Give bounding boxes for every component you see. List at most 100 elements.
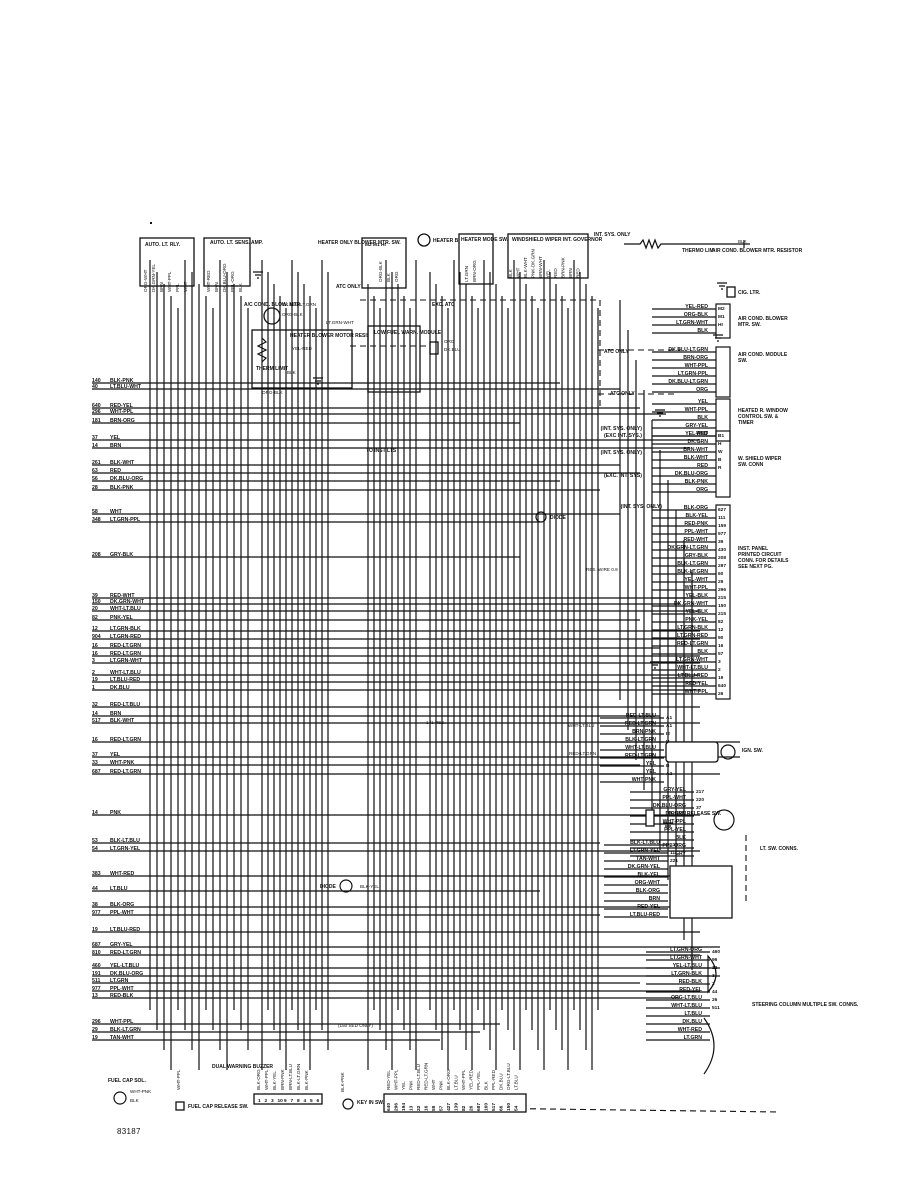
- left-label-num: 640: [92, 403, 101, 409]
- top-wire-label: BLK: [508, 268, 513, 278]
- conn-wire-label: LT.GRN-PPL: [678, 371, 709, 377]
- conn-note: (EXC INT. SYS.): [604, 433, 642, 439]
- conn-box: [715, 398, 731, 442]
- left-label-name: RED-LT.GRN: [110, 769, 141, 775]
- left-label-num: 208: [92, 552, 101, 558]
- left-label-num: 140: [92, 378, 101, 384]
- left-label-name: LT.BLU-RED: [110, 677, 140, 683]
- conn-wire-label: YEL-RED: [685, 431, 708, 437]
- ip-bottom-pin: 687: [476, 1103, 482, 1111]
- left-label-name: WHT-LT.BLU: [110, 670, 141, 676]
- ip-bottom-wire: BLK-ORG: [446, 1069, 451, 1090]
- conn-wire-label: GRY-YEL: [685, 423, 708, 429]
- conn-pin: 57: [718, 651, 724, 657]
- left-label-num: 3: [92, 658, 95, 664]
- left-label-num: 19: [92, 927, 98, 933]
- conn-pin: 640: [718, 683, 726, 689]
- conn-wire-label: WHT-RED: [678, 1027, 702, 1033]
- conn-pin: 90: [718, 635, 724, 641]
- pwr-org: ORG: [444, 339, 455, 344]
- left-label-num: 348: [92, 517, 101, 523]
- conn-wire-label: YEL-WHT: [684, 577, 708, 583]
- ip-bottom-pin: 427: [446, 1103, 452, 1111]
- conn-wire-label: RED-LT.GRN: [625, 721, 656, 727]
- top-wire-label: WHT-PPL: [167, 271, 172, 292]
- conn-wire-label: ORG: [696, 487, 708, 493]
- conn-wire-label: RED: [697, 463, 708, 469]
- left-label-name: WHT: [110, 509, 123, 515]
- top-wire-label: BRN: [214, 282, 219, 292]
- left-label-num: 460: [92, 963, 101, 969]
- buzzer-wire: BRN-PNK: [280, 1068, 285, 1090]
- ip-bottom-pin: 82: [461, 1105, 467, 1111]
- pwr-connector: ORG DK.BLU: [429, 339, 461, 355]
- ip-bottom-pin: 517: [491, 1103, 497, 1111]
- conn-pin: 39: [718, 539, 724, 545]
- conn-pin: 19: [718, 675, 724, 681]
- conn-pin: 460: [712, 949, 720, 955]
- left-label-name: RED-LT.GRN: [110, 950, 141, 956]
- buzzer-wire: BLK-YEL: [272, 1071, 277, 1090]
- auto-lt-rly-title: AUTO. LT. RLY.: [145, 242, 181, 248]
- atc-dashed-top: [360, 299, 601, 410]
- conn-pin: I2: [666, 731, 670, 737]
- ign-wht-lt-blu: WHT-LT.BLU: [568, 723, 594, 728]
- ip-bottom-wire: PPL-RED: [491, 1069, 496, 1090]
- left-label-name: BLK-WHT: [110, 460, 135, 466]
- conn-wire-label: BLK: [697, 328, 708, 334]
- left-label-num: 20: [92, 606, 98, 612]
- buzzer-pin: 5: [310, 1098, 313, 1104]
- sed-only-label: (150 SED ONLY): [338, 1023, 373, 1028]
- conn-pin: 26: [712, 997, 718, 1003]
- ip-bottom-pin: 58: [431, 1105, 437, 1111]
- conn-wire-label: DK.GRN-YEL: [628, 864, 661, 870]
- conn-wire-label: DK.BLU-LT.GRN: [668, 347, 708, 353]
- left-label-num: 13: [92, 993, 98, 999]
- conn-title: CONN. FOR DETAILS: [738, 558, 789, 564]
- left-label-name: DK.BLU: [110, 685, 130, 691]
- left-label-num: 37: [92, 752, 98, 758]
- left-label-num: 977: [92, 986, 101, 992]
- exc-atc-label: EXC. ATC: [432, 302, 455, 308]
- conn-pin: 96: [712, 957, 718, 963]
- left-label-name: PPL-WHT: [110, 986, 134, 992]
- ign-sw-title: IGN. SW.: [742, 748, 763, 754]
- heater-mode-sw-box: HEATER MODE SW.: [458, 233, 509, 285]
- left-label-num: 16: [92, 737, 98, 743]
- conn-pin: 111: [670, 850, 678, 856]
- heater-resistor-yel-red: YEL-RED: [292, 346, 313, 351]
- left-label-name: LT.BLU-RED: [110, 927, 140, 933]
- ign-red-lt-grn: RED-LT.GRN: [569, 751, 596, 756]
- conn-pin: HI: [718, 322, 723, 328]
- conn-pin: 2: [718, 667, 721, 673]
- buzzer-title: DUAL WARNING BUZZER: [212, 1064, 273, 1070]
- conn-wire-label: ORG-BLK: [684, 312, 708, 318]
- conn-wire-label: BLK-LT.GRN: [677, 561, 708, 567]
- conn-wire-label: LT.GRN-WHT: [670, 955, 703, 961]
- conn-wire-label: ORG-LT.BLU: [671, 995, 702, 1001]
- ip-bottom-pin: 640: [386, 1103, 392, 1111]
- conn-pin: 977: [718, 531, 726, 537]
- conn-wire-label: RED-PNK: [684, 521, 708, 527]
- conn-pin: W: [718, 449, 723, 455]
- left-label-name: BLK-PNK: [110, 485, 134, 491]
- buzzer-pin: 7: [291, 1098, 294, 1104]
- left-label-num: 63: [92, 468, 98, 474]
- ip-bottom-wire: ORG-LT.BLU: [506, 1063, 511, 1090]
- left-label-name: RED-WHT: [110, 593, 135, 599]
- left-label-num: 810: [92, 950, 101, 956]
- left-label-name: WHT-LT.BLU: [110, 606, 141, 612]
- fuel-cap-wire-2: BLK: [130, 1098, 140, 1103]
- ign-sw: IGN. SW. 1 /1 RES. RED-LT.GRN WHT-LT.BLU: [426, 720, 763, 763]
- left-label-num: 53: [92, 838, 98, 844]
- fuel-cap-release-title: FUEL CAP RELEASE SW.: [188, 1104, 249, 1110]
- conn-wire-label: BLK-PNK: [685, 479, 709, 485]
- left-label-name: DK.BLU-ORG: [110, 476, 143, 482]
- heater-only-blower-sw-box: HEATER ONLY BLOWER MTR. SW. M2 M1 HI: [318, 237, 407, 289]
- conn-wire-label: BLK: [697, 649, 708, 655]
- conn-wire-label: BRN-WHT: [683, 447, 709, 453]
- left-label-num: 181: [92, 418, 101, 424]
- conn-note: (INT. SYS. ONLY): [601, 426, 643, 432]
- left-label-name: LT.GRN-BLK: [110, 626, 141, 632]
